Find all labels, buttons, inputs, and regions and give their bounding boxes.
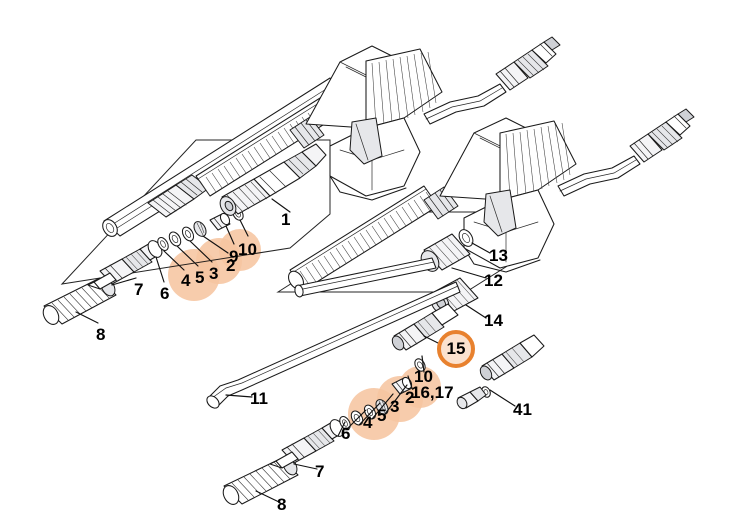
callout-10-top[interactable]: 10 <box>238 240 257 259</box>
leader-7-bot <box>293 463 318 470</box>
bottom-hose <box>288 185 439 291</box>
callout-8-top[interactable]: 8 <box>96 325 106 344</box>
callout-15-label: 15 <box>446 339 466 358</box>
callout-3-top[interactable]: 3 <box>209 264 219 283</box>
part-9-top-nut <box>209 212 231 231</box>
part-13-oring <box>458 229 474 247</box>
top-lance-collar <box>147 174 210 218</box>
part-3-top-washer <box>181 226 195 242</box>
gun-rib-texture-top <box>371 51 437 127</box>
callout-5-bottom[interactable]: 5 <box>377 406 387 425</box>
part-1-coupler <box>219 143 327 216</box>
leader-12 <box>451 267 487 279</box>
callout-14[interactable]: 14 <box>484 311 503 330</box>
leader-8-top <box>75 311 99 324</box>
leader-1 <box>271 198 291 213</box>
leader-14 <box>465 304 487 319</box>
callout-7-bottom[interactable]: 7 <box>315 462 325 481</box>
leader-6-top <box>155 256 165 283</box>
leader-11 <box>225 394 253 398</box>
callout-6-bottom[interactable]: 6 <box>341 424 351 443</box>
top-exploded-parts <box>42 143 327 325</box>
top-outlet-hose <box>423 83 507 125</box>
bottom-spray-gun <box>439 117 577 273</box>
leader-8-bot <box>255 490 280 503</box>
part-15-quick-coupler <box>391 303 459 351</box>
part-41-fitting <box>456 334 545 410</box>
top-right-connector <box>495 36 561 91</box>
part-5-top-oring <box>168 231 182 247</box>
part-41-nipple <box>456 386 487 410</box>
part-4-top-washer <box>157 237 169 251</box>
bottom-outlet-hose <box>557 155 641 197</box>
callout-15-badge[interactable]: 15 <box>437 330 475 368</box>
top-assembly <box>60 36 561 285</box>
leader-6-bot <box>337 421 346 437</box>
callout-7-top[interactable]: 7 <box>134 280 144 299</box>
callout-5-top[interactable]: 5 <box>195 268 205 287</box>
part-7-bottom-valve-body <box>269 427 335 469</box>
leader-7-top <box>111 277 137 286</box>
callout-1[interactable]: 1 <box>281 210 291 229</box>
callout-13[interactable]: 13 <box>489 246 508 265</box>
callout-11[interactable]: 11 <box>250 389 268 408</box>
leader-13 <box>471 242 491 254</box>
callout-4-bottom[interactable]: 4 <box>363 413 373 432</box>
callout-41[interactable]: 41 <box>513 400 532 419</box>
callout-16-17[interactable]: 16,17 <box>411 383 454 402</box>
part-7-valve-body <box>87 248 153 290</box>
bottom-right-connector <box>629 108 695 163</box>
part-11-lance-tube <box>206 281 461 409</box>
callout-4-top[interactable]: 4 <box>181 271 191 290</box>
part-12-knurled-coupling <box>294 233 471 298</box>
callout-6-top[interactable]: 6 <box>160 284 170 303</box>
gun-rib-texture-bottom <box>505 122 571 199</box>
callout-8-bottom[interactable]: 8 <box>277 495 287 514</box>
part-8-top-sleeve <box>42 277 117 325</box>
part-2-top-seal <box>193 221 207 237</box>
leader-41 <box>489 389 516 407</box>
top-spray-gun <box>305 45 443 201</box>
callout-3-bottom[interactable]: 3 <box>390 397 400 416</box>
callout-2-bottom[interactable]: 2 <box>405 388 415 407</box>
callout-12[interactable]: 12 <box>484 271 503 290</box>
